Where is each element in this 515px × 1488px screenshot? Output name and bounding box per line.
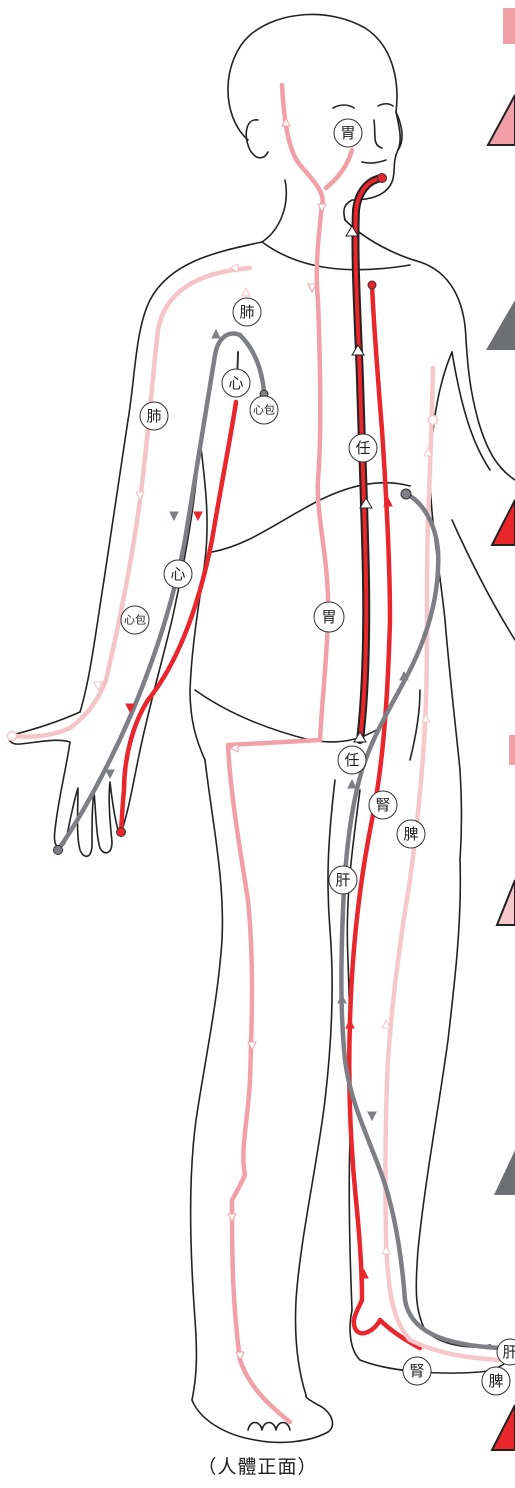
label-text: 腎	[375, 796, 390, 814]
toes-left	[248, 1423, 290, 1431]
filled-dot-icon	[54, 846, 63, 855]
triangle-filled-icon	[348, 780, 356, 788]
label-lung-arm: 肺	[140, 402, 168, 430]
leg-left-inner	[295, 780, 335, 1395]
side-triangle-2	[486, 300, 515, 350]
x-circle-icon	[8, 732, 17, 741]
head-outline	[228, 14, 400, 220]
label-text: 脾	[488, 1372, 503, 1390]
label-liver-upper: 肝	[329, 866, 357, 894]
label-text: 肺	[239, 303, 254, 321]
leg-left-outer	[191, 760, 223, 1400]
label-spleen-upper: 脾	[397, 820, 425, 848]
label-spleen-foot: 脾	[482, 1367, 510, 1395]
eye-left	[333, 105, 354, 108]
filled-dot-icon	[117, 828, 126, 837]
mouth	[362, 160, 386, 163]
neck-left	[262, 180, 286, 242]
label-text: 任	[355, 439, 370, 457]
stomach-meridian-face	[326, 150, 352, 188]
label-text: 肺	[146, 407, 161, 425]
hand	[9, 712, 118, 856]
label-ren-lower: 任	[338, 746, 366, 774]
label-text: 肝	[335, 871, 350, 889]
label-text: 任	[344, 751, 359, 769]
side-triangle-3	[492, 500, 515, 545]
triangle-filled-icon	[338, 995, 346, 1003]
triangle-outline-icon	[242, 288, 250, 296]
label-text: 心包	[253, 404, 275, 417]
side-markers	[486, 8, 515, 1450]
label-text: 胃	[340, 124, 355, 142]
triangle-filled-icon	[170, 512, 178, 520]
label-stomach-head: 胃	[334, 119, 362, 147]
label-kidney-upper: 腎	[369, 791, 397, 819]
figure-caption: （人體正面）	[0, 1452, 515, 1479]
body-outline	[9, 14, 515, 1442]
leg-right-outer	[416, 860, 490, 1347]
collar-line	[262, 242, 410, 270]
label-ren-chest: 任	[349, 434, 377, 462]
label-text: 脾	[403, 825, 418, 843]
filled-dot-icon	[401, 489, 411, 499]
label-text: 心	[228, 374, 243, 392]
nose	[374, 120, 382, 148]
label-heart-upper: 心	[222, 369, 250, 397]
x-circle-icon	[429, 416, 438, 425]
foot-right	[350, 1310, 515, 1373]
groin-line	[410, 690, 420, 760]
triangle-filled-icon	[194, 512, 202, 520]
side-bar-mid	[509, 735, 515, 765]
triangle-outline-icon	[228, 1214, 236, 1222]
foot-left	[192, 1395, 333, 1442]
label-text: 腎	[409, 1362, 424, 1380]
filled-dot-icon	[368, 281, 376, 289]
label-text: 心包	[124, 614, 146, 627]
spleen-meridian	[385, 368, 500, 1360]
triangle-outline-icon	[308, 284, 316, 292]
label-pericardium-upper: 心包	[250, 396, 278, 424]
triangle-filled-icon	[106, 770, 114, 778]
label-stomach-abdomen: 胃	[314, 602, 344, 632]
side-triangle-1	[488, 95, 515, 145]
eye-right	[378, 104, 393, 106]
triangle-outline-icon	[136, 492, 144, 500]
side-bar-top	[503, 8, 515, 44]
triangle-filled-icon	[212, 330, 220, 338]
filled-dot-icon	[378, 174, 387, 183]
triangle-outline-icon	[236, 1352, 244, 1360]
label-lung-upper: 肺	[233, 298, 261, 326]
side-triangle-6	[492, 1405, 515, 1450]
triangle-filled-icon	[346, 1020, 354, 1028]
waist-line	[195, 690, 380, 742]
label-kidney-foot: 腎	[403, 1357, 431, 1385]
arm-right-inner	[452, 352, 490, 470]
ear	[246, 120, 268, 158]
label-text: 心	[170, 565, 185, 583]
label-pericardium-arm: 心包	[121, 606, 149, 634]
label-text: 胃	[321, 608, 336, 626]
endpoints	[8, 174, 438, 855]
label-heart-arm: 心	[164, 560, 192, 588]
side-triangle-5	[494, 1150, 515, 1195]
label-text: 肝	[502, 1343, 515, 1361]
meridians	[14, 85, 500, 1422]
side-triangle-4	[497, 880, 515, 925]
triangle-filled-icon	[368, 1112, 376, 1120]
rib-line	[212, 483, 410, 552]
triangle-outline-icon	[382, 1246, 390, 1254]
